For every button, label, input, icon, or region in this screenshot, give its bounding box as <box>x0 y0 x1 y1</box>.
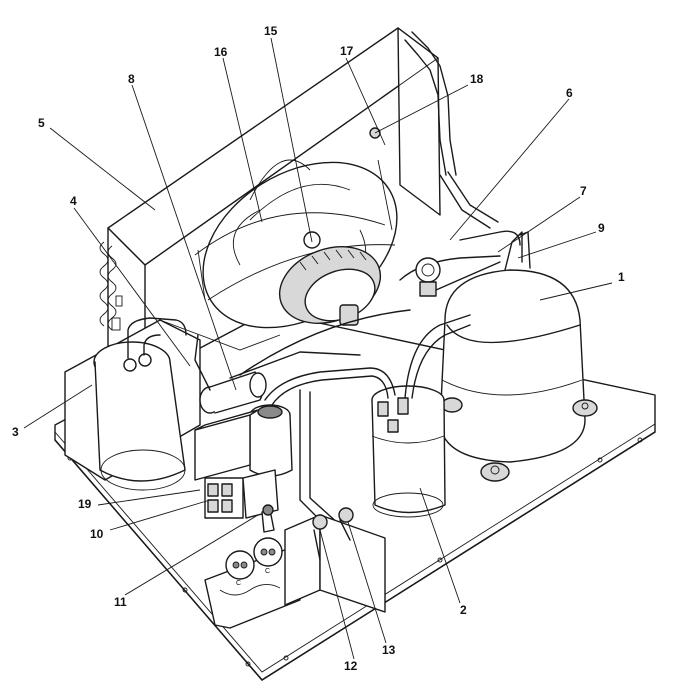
cylinder-filter <box>249 404 293 477</box>
leader-lines <box>23 37 613 660</box>
callout-5: 5 <box>38 116 45 130</box>
fan-motor <box>278 231 382 326</box>
callout-8: 8 <box>128 72 135 86</box>
callout-9: 9 <box>598 221 605 235</box>
callout-15: 15 <box>264 24 278 38</box>
receiver-tank <box>64 317 201 491</box>
expansion-valve <box>415 257 501 297</box>
filter-drier <box>199 371 267 414</box>
callout-10: 10 <box>90 527 104 541</box>
callout-6: 6 <box>566 86 573 100</box>
callout-labels: 1 2 3 4 5 6 7 8 9 10 11 12 13 15 16 17 1… <box>12 24 625 673</box>
callout-7: 7 <box>580 184 587 198</box>
condenser-coil <box>99 27 457 431</box>
accumulator <box>371 385 446 518</box>
callout-11: 11 <box>114 595 127 609</box>
refrigerant-piping <box>159 171 521 531</box>
callout-17: 17 <box>340 44 354 58</box>
callout-12: 12 <box>344 659 358 673</box>
callout-16: 16 <box>214 45 228 59</box>
capacitor-bracket: C C <box>204 537 301 629</box>
callout-13: 13 <box>382 643 396 657</box>
callout-2: 2 <box>460 603 467 617</box>
callout-18: 18 <box>470 72 484 86</box>
compressor <box>439 231 598 482</box>
callout-3: 3 <box>12 425 19 439</box>
pressure-switch <box>261 504 275 533</box>
callout-1: 1 <box>618 270 625 284</box>
callout-4: 4 <box>70 194 77 208</box>
callout-19: 19 <box>78 497 92 511</box>
capacitor-left-label: C <box>236 580 241 587</box>
capacitor-right-label: C <box>265 568 270 575</box>
